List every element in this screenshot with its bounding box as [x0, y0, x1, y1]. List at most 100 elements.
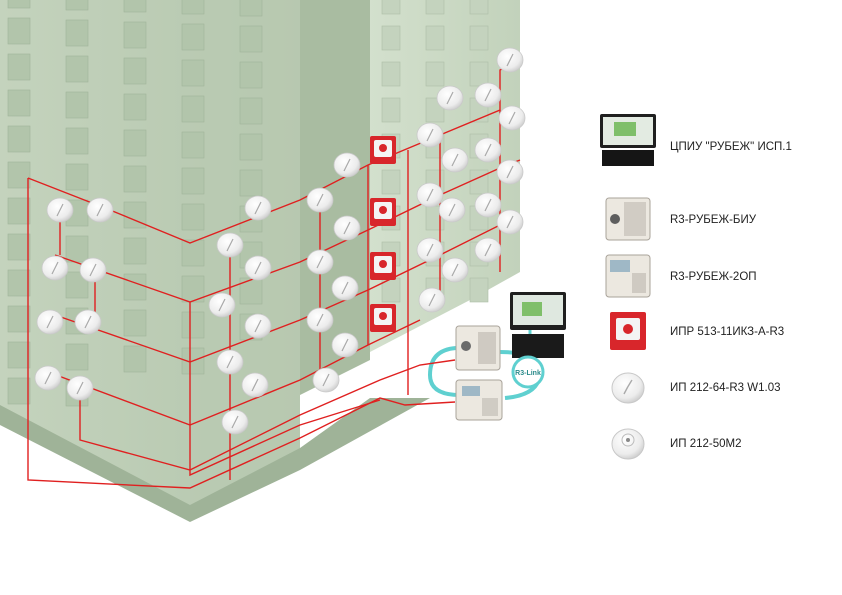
detector-slot [484, 198, 492, 212]
smoke-detector [333, 215, 361, 241]
detector-slot [506, 165, 514, 179]
window [65, 91, 89, 119]
window [7, 0, 31, 9]
window [65, 55, 89, 83]
window [425, 25, 445, 51]
smoke-detector [418, 287, 446, 313]
smoke-detector [496, 209, 524, 235]
manual-call-point [370, 136, 396, 164]
detector-slot [316, 193, 324, 207]
window [239, 61, 263, 89]
window [123, 0, 147, 13]
window [181, 167, 205, 195]
smoke-detector [34, 365, 62, 391]
detector-slot [484, 88, 492, 102]
window [381, 169, 401, 195]
smoke-detector [416, 122, 444, 148]
legend-label-display-unit: R3-РУБЕЖ-БИУ [670, 214, 757, 226]
legend-label-workstation: ЦПИУ "РУБЕЖ" ИСП.1 [670, 141, 792, 153]
window [469, 25, 489, 51]
legend-item-workstation: ЦПИУ "РУБЕЖ" ИСП.1 [596, 112, 836, 168]
smoke-detector [306, 249, 334, 275]
display-unit-led-panel [478, 332, 496, 364]
control-panel-screen [462, 386, 480, 396]
detector-slot [251, 378, 259, 392]
smoke-detector [436, 85, 464, 111]
window [65, 0, 89, 11]
window [239, 169, 263, 197]
window [7, 125, 31, 153]
legend-item-smoke-detector: ИП 212-64-R3 W1.03 [596, 362, 836, 418]
smoke-detector [221, 409, 249, 435]
window [7, 305, 31, 333]
detector-slot [484, 243, 492, 257]
detector-slot [84, 315, 92, 329]
window [469, 277, 489, 303]
smoke-detector [216, 232, 244, 258]
window [181, 275, 205, 303]
smoke-detector [36, 309, 64, 335]
detector-slot [96, 203, 104, 217]
window [65, 271, 89, 299]
manual-call-point [370, 252, 396, 280]
window [65, 127, 89, 155]
detector-slot [254, 201, 262, 215]
detector-slot [51, 261, 59, 275]
manual-call-point [370, 198, 396, 226]
smoke-detector [244, 255, 272, 281]
call-point-group [370, 136, 396, 332]
control-panel-keypad [482, 398, 498, 416]
window [65, 163, 89, 191]
legend-item-heat-detector: ИП 212-50М2 [596, 416, 836, 472]
window [123, 93, 147, 121]
window [7, 269, 31, 297]
window [65, 343, 89, 371]
detector-slot [56, 203, 64, 217]
smoke-detector [438, 197, 466, 223]
smoke-detector [416, 237, 444, 263]
detector-slot [426, 128, 434, 142]
window [239, 97, 263, 125]
window [469, 169, 489, 195]
detector-slot [316, 255, 324, 269]
smoke-detector [306, 187, 334, 213]
smoke-detector [496, 47, 524, 73]
workstation-icon [600, 114, 656, 166]
window [123, 57, 147, 85]
detector-group [34, 47, 526, 435]
window [469, 0, 489, 15]
window [239, 25, 263, 53]
detector-slot [231, 415, 239, 429]
smoke-detector [208, 292, 236, 318]
call-point-button [379, 206, 387, 214]
legend-label-control-panel: R3-РУБЕЖ-2ОП [670, 271, 757, 283]
window [181, 239, 205, 267]
display-unit-icon [605, 197, 651, 241]
smoke-detector [66, 375, 94, 401]
detector-slot [506, 53, 514, 67]
detector-slot [341, 338, 349, 352]
window [425, 61, 445, 87]
smoke-detector [416, 182, 444, 208]
manual-call-point-icon [610, 312, 646, 350]
window [123, 21, 147, 49]
legend-label-smoke-detector: ИП 212-64-R3 W1.03 [670, 382, 781, 394]
legend-item-control-panel: R3-РУБЕЖ-2ОП [596, 247, 836, 303]
detector-slot [428, 293, 436, 307]
detector-slot [218, 298, 226, 312]
window [7, 341, 31, 369]
smoke-detector [74, 309, 102, 335]
detector-slot [341, 281, 349, 295]
legend-label-heat-detector: ИП 212-50М2 [670, 438, 742, 450]
detector-slot [446, 91, 454, 105]
control-panel-device [455, 379, 503, 421]
window [123, 201, 147, 229]
control-panel-icon [605, 254, 651, 298]
legend-item-display-unit: R3-РУБЕЖ-БИУ [596, 190, 836, 246]
window [7, 17, 31, 45]
detector-slot [448, 203, 456, 217]
legend-item-call-point: ИПР 513-11ИКЗ-А-R3 [596, 304, 836, 360]
smoke-detector [241, 372, 269, 398]
smoke-detector [498, 105, 526, 131]
